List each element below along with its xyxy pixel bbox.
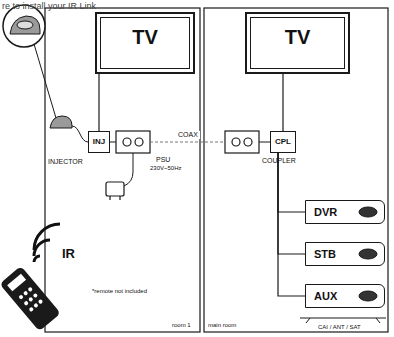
ir-symbol-part	[34, 256, 40, 262]
cable-part	[259, 142, 270, 143]
note: *remote not included	[92, 288, 147, 295]
ir-symbol-part	[34, 224, 60, 250]
antenna-feed-part	[300, 318, 386, 323]
power-adapter-part	[109, 196, 110, 200]
box-label: DVR	[314, 206, 337, 218]
cable-connector	[278, 153, 305, 254]
tv-box: TV	[245, 12, 350, 74]
box-label: TV	[285, 26, 311, 48]
source-eye-part	[359, 249, 377, 259]
ir-eye-device	[50, 116, 88, 142]
box-label: STB	[314, 248, 336, 260]
magnifier-part	[3, 5, 45, 47]
source-feed-label: CAI / ANT / SAT	[318, 324, 361, 331]
cable-connector	[278, 153, 305, 296]
remote-control-part	[7, 274, 26, 292]
wall-socket	[116, 131, 259, 153]
box-label: CPL	[275, 138, 291, 147]
wall-socket-part	[244, 138, 252, 146]
ir-eye-device-part	[72, 126, 88, 142]
remote-control	[0, 266, 61, 331]
remote-control-part	[18, 294, 24, 300]
room-name: room 1	[172, 322, 191, 329]
wall-socket-part	[225, 131, 259, 153]
cable-part	[110, 142, 116, 143]
room-outline-part	[204, 8, 388, 332]
magnifier-part	[10, 16, 40, 34]
ir-symbol	[34, 224, 60, 262]
source-eye-part	[359, 207, 377, 217]
ir-eye-device-part	[50, 116, 72, 128]
source-box: AUX	[305, 284, 385, 308]
source-box: DVR	[305, 200, 385, 224]
source-eye-part	[359, 291, 377, 301]
remote-control-part	[27, 287, 33, 293]
part-name: COUPLER	[262, 157, 296, 165]
box-label: AUX	[314, 290, 337, 302]
magnifier-part	[34, 44, 56, 118]
remote-control-part	[0, 266, 61, 331]
wall-socket-part	[116, 131, 150, 153]
tv-box: TV	[95, 12, 195, 74]
cable-part	[124, 153, 133, 186]
remote-control-part	[28, 297, 34, 303]
remote-control-part	[23, 290, 29, 296]
cable-part	[150, 142, 225, 143]
cable-connector	[282, 74, 283, 131]
cable-connector	[98, 74, 99, 131]
power-adapter-part	[119, 196, 120, 200]
coupler-box: CPL	[270, 131, 296, 153]
wall-socket-part	[135, 138, 143, 146]
magnifier-part	[17, 21, 33, 29]
part-name: INJECTOR	[48, 158, 83, 166]
power-rating: 230V~50Hz	[150, 165, 182, 172]
part-name: PSU	[156, 156, 170, 164]
remote-control-part	[33, 293, 39, 299]
box-label: INJ	[93, 138, 105, 147]
power-adapter-part	[106, 182, 124, 196]
cable-name: COAX	[176, 131, 200, 139]
remote-control-part	[38, 299, 44, 305]
room-name: main room	[208, 322, 236, 329]
antenna-feed	[300, 318, 386, 323]
cable	[110, 142, 270, 186]
room-outline	[45, 8, 388, 332]
source-eye	[359, 207, 377, 301]
remote-control-part	[23, 300, 29, 306]
source-box: STB	[305, 242, 385, 266]
wall-socket-part	[123, 138, 131, 146]
magnifier	[3, 5, 56, 118]
page-heading: re to install your IR Link	[2, 2, 96, 12]
remote-control-part	[28, 307, 34, 313]
power-adapter	[106, 182, 124, 200]
remote-control-part	[33, 303, 39, 309]
box-label: TV	[132, 26, 158, 48]
injector-box: INJ	[88, 131, 110, 153]
ir-label: IR	[62, 247, 75, 261]
room-outline-part	[45, 8, 200, 332]
wall-socket-part	[232, 138, 240, 146]
